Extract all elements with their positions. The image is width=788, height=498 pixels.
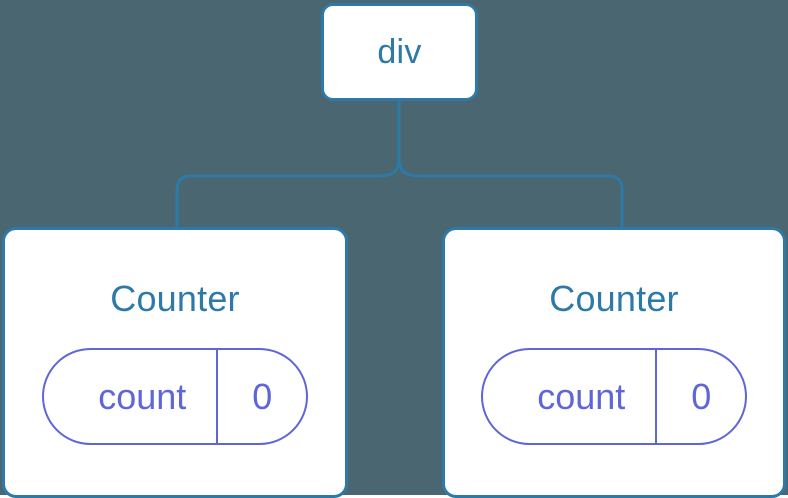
node-div[interactable]: div bbox=[321, 3, 478, 101]
node-counter-1[interactable]: Counter count 0 bbox=[2, 227, 348, 498]
node-counter-1-title: Counter bbox=[110, 278, 240, 319]
connector-branch-left bbox=[175, 157, 401, 227]
state-pill-counter-1[interactable]: count 0 bbox=[42, 348, 308, 445]
node-counter-2[interactable]: Counter count 0 bbox=[442, 227, 786, 498]
node-counter-2-title: Counter bbox=[549, 278, 679, 319]
state-value-label: 0 bbox=[216, 350, 306, 443]
state-pill-counter-2[interactable]: count 0 bbox=[481, 348, 747, 445]
node-div-label: div bbox=[377, 33, 422, 71]
state-value-label: 0 bbox=[655, 350, 745, 443]
state-key-label: count bbox=[98, 375, 187, 417]
state-key-label: count bbox=[537, 375, 626, 417]
connector-branch-right bbox=[397, 157, 624, 227]
